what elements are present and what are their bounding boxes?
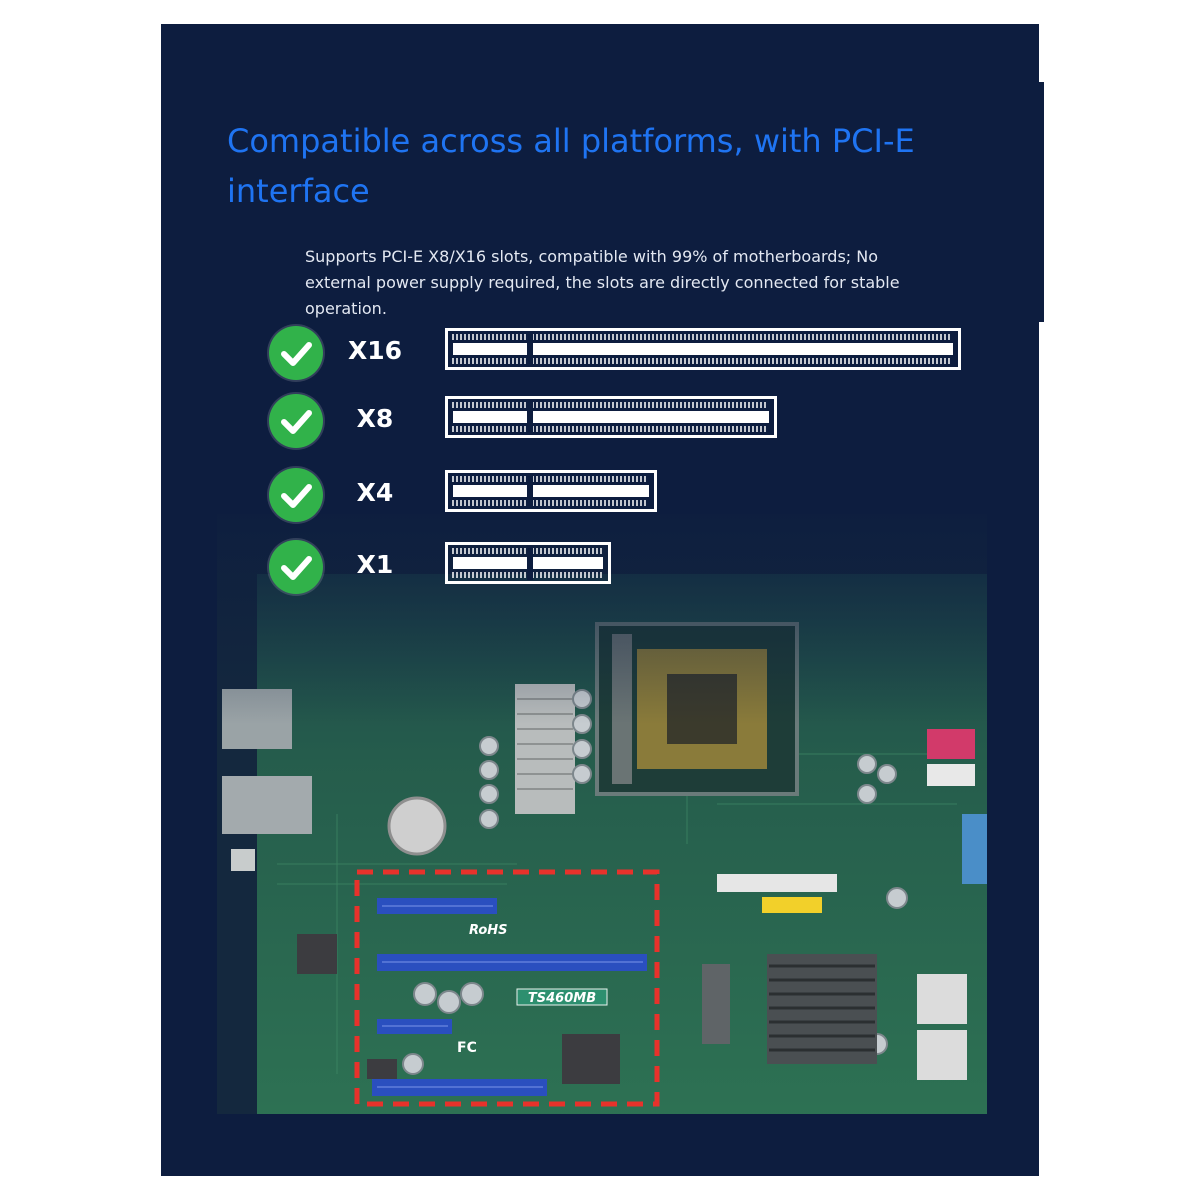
slot-label: X4 xyxy=(356,478,394,507)
panel-edge xyxy=(1039,82,1044,322)
motherboard-image: TS460MB RoHS FC xyxy=(217,514,987,1114)
slot-row-x16: X16 xyxy=(161,324,1039,384)
headline: Compatible across all platforms, with PC… xyxy=(227,122,915,210)
board-model-label: TS460MB xyxy=(528,991,596,1006)
rohs-mark: RoHS xyxy=(469,923,508,938)
pcie-slot-x16-diagram xyxy=(445,328,961,370)
check-icon xyxy=(269,540,323,594)
product-panel: TS460MB RoHS FC Compatible across all pl… xyxy=(161,24,1039,1176)
description: Supports PCI-E X8/X16 slots, compatible … xyxy=(305,247,900,318)
slot-label: X16 xyxy=(347,336,403,365)
slot-row-x4: X4 xyxy=(161,466,1039,526)
pcie-slot-x8-diagram xyxy=(445,396,777,438)
slot-label: X8 xyxy=(356,404,394,433)
check-icon xyxy=(269,468,323,522)
check-icon xyxy=(269,326,323,380)
pcie-slot-x1-diagram xyxy=(445,542,611,584)
slot-row-x8: X8 xyxy=(161,392,1039,452)
pcie-highlight-box xyxy=(354,869,660,1107)
slot-label: X1 xyxy=(356,550,394,579)
fcc-mark: FC xyxy=(457,1040,477,1056)
pcie-slot-x4-diagram xyxy=(445,470,657,512)
check-icon xyxy=(269,394,323,448)
slot-row-x1: X1 xyxy=(161,538,1039,598)
